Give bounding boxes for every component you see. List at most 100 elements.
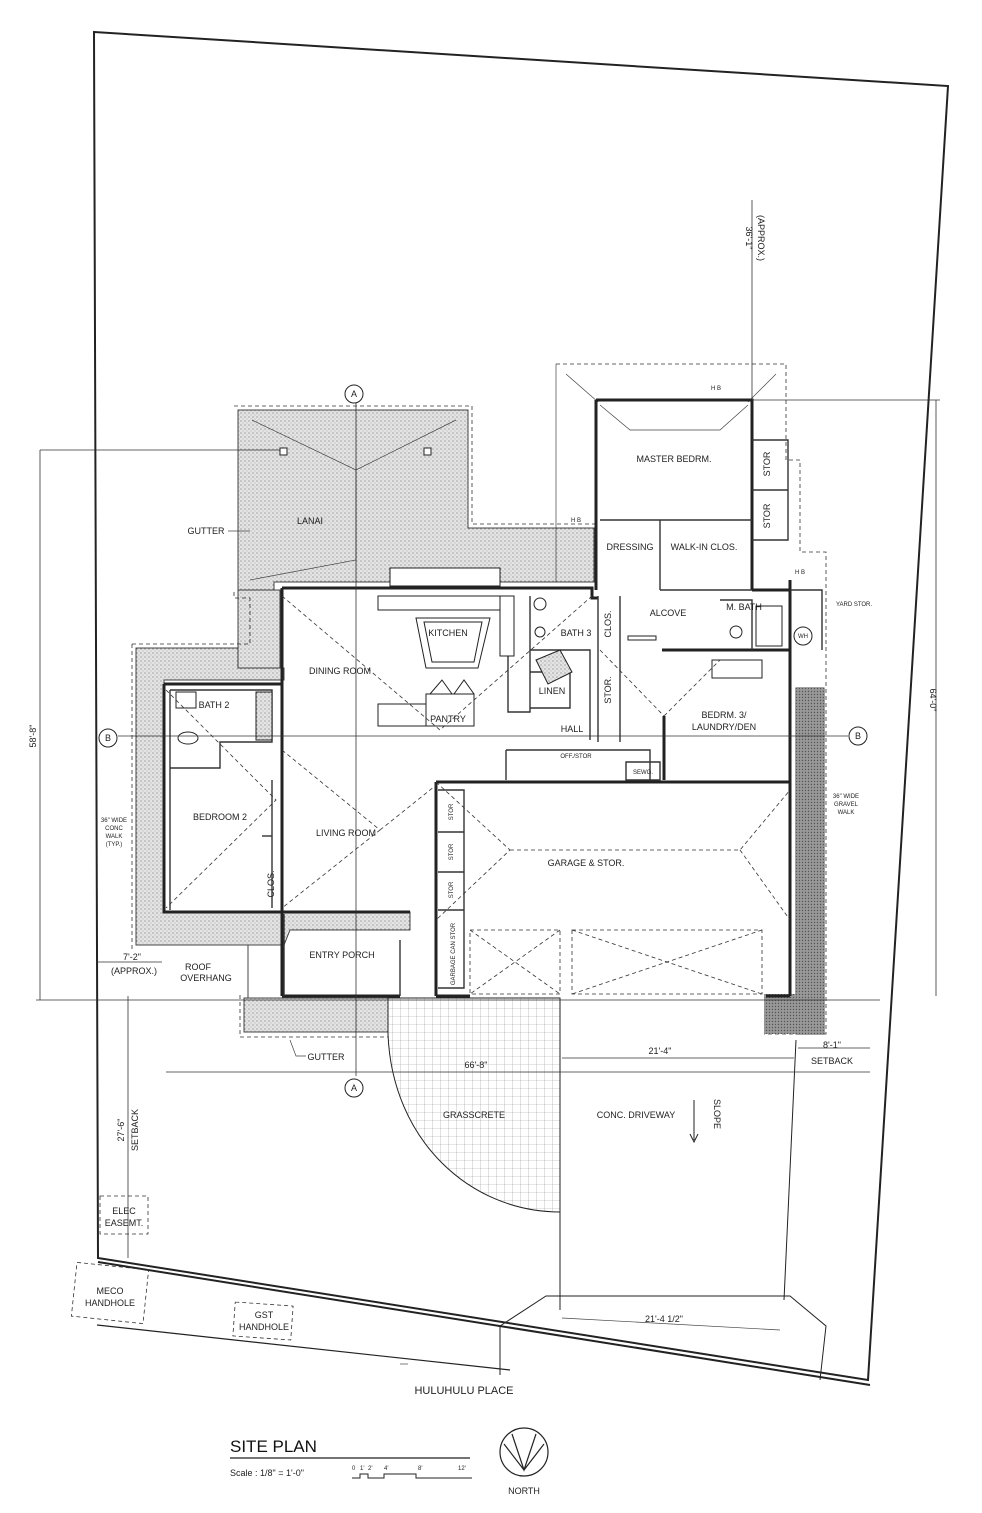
svg-text:HANDHOLE: HANDHOLE [85, 1298, 135, 1308]
label-hall: HALL [561, 724, 584, 734]
svg-text:36" WIDE: 36" WIDE [833, 794, 859, 800]
label-bath-2: BATH 2 [199, 700, 230, 710]
north-arrow-icon [499, 1427, 549, 1477]
svg-text:GUTTER: GUTTER [188, 526, 225, 536]
label-stor-2: STOR [762, 503, 772, 528]
label-master-bath: M. BATH [726, 602, 762, 612]
svg-text:58'-8": 58'-8" [28, 725, 38, 748]
label-yard-stor: YARD STOR. [836, 602, 872, 608]
label-concrete-driveway: CONC. DRIVEWAY [597, 1110, 676, 1120]
svg-text:27'-6": 27'-6" [116, 1119, 126, 1142]
svg-text:12': 12' [458, 1466, 466, 1472]
svg-text:21'-4 1/2": 21'-4 1/2" [645, 1314, 683, 1324]
label-living-room: LIVING ROOM [316, 828, 376, 838]
dimension-labels: 36'-1" (APPROX.) 64'-0" 58'-8" 7'-2" (AP… [28, 215, 938, 1324]
label-office-stor: OFF./STOR [560, 754, 592, 760]
label-bedroom-3: BEDRM. 3/ [701, 710, 747, 720]
svg-text:H B: H B [795, 570, 805, 576]
label-bedroom-2: BEDROOM 2 [193, 812, 247, 822]
svg-text:B: B [855, 731, 861, 741]
scale-bar: 0 1' 2' 4' 8' 12' [352, 1466, 472, 1479]
svg-text:GUTTER: GUTTER [308, 1052, 345, 1062]
svg-text:WALK: WALK [838, 810, 855, 816]
svg-text:8': 8' [418, 1466, 422, 1472]
svg-text:36" WIDE: 36" WIDE [101, 818, 127, 824]
svg-text:ROOF: ROOF [185, 962, 212, 972]
svg-text:SETBACK: SETBACK [130, 1109, 140, 1151]
label-alcove: ALCOVE [650, 608, 687, 618]
svg-text:SETBACK: SETBACK [811, 1056, 853, 1066]
svg-text:EASEMT.: EASEMT. [105, 1218, 144, 1228]
title-block: SITE PLAN Scale : 1/8" = 1'-0" 0 1' 2' 4… [230, 1427, 549, 1496]
front-gutter [243, 997, 391, 1033]
label-walk-in-closet: WALK-IN CLOS. [671, 542, 738, 552]
label-sewing: SEWG. [633, 770, 653, 776]
svg-text:WALK: WALK [106, 834, 123, 840]
label-closet-1: CLOS. [603, 610, 613, 637]
svg-text:OVERHANG: OVERHANG [180, 973, 232, 983]
svg-text:B: B [105, 733, 111, 743]
svg-text:(APPROX.): (APPROX.) [756, 215, 766, 261]
house-walls [162, 398, 792, 998]
svg-text:(TYP.): (TYP.) [106, 842, 123, 848]
label-slope: SLOPE [712, 1099, 722, 1129]
label-kitchen: KITCHEN [428, 628, 468, 638]
label-garage-stor-2: STOR [449, 843, 455, 860]
label-garbage-can-stor: GARBAGE CAN STOR [451, 922, 457, 985]
label-lanai: LANAI [297, 516, 323, 526]
svg-text:36'-1": 36'-1" [744, 227, 754, 250]
svg-text:MECO: MECO [97, 1286, 124, 1296]
svg-text:66'-8": 66'-8" [465, 1060, 488, 1070]
garage-door-outlines [469, 929, 763, 995]
svg-text:HANDHOLE: HANDHOLE [239, 1322, 289, 1332]
label-dressing: DRESSING [606, 542, 653, 552]
label-closet-2: CLOS. [266, 870, 276, 897]
svg-text:64'-0": 64'-0" [928, 689, 938, 712]
svg-text:A: A [351, 1083, 357, 1093]
property-line [92, 30, 950, 1382]
label-garage: GARAGE & STOR. [548, 858, 625, 868]
svg-text:H B: H B [571, 518, 581, 524]
drawing-title: SITE PLAN [230, 1437, 317, 1456]
svg-text:0: 0 [352, 1466, 356, 1472]
svg-text:(APPROX.): (APPROX.) [111, 966, 157, 976]
section-marker-b-right: B [848, 726, 868, 746]
svg-text:2': 2' [368, 1466, 372, 1472]
room-labels: MASTER BEDRM. STOR STOR DRESSING WALK-IN… [193, 451, 872, 1129]
svg-text:7'-2": 7'-2" [123, 952, 141, 962]
scale-label: Scale : 1/8" = 1'-0" [230, 1468, 304, 1478]
svg-text:CONC: CONC [105, 826, 123, 832]
svg-text:GST: GST [255, 1310, 274, 1320]
section-marker-b-left: B [98, 728, 118, 748]
svg-text:GRAVEL: GRAVEL [834, 802, 859, 808]
svg-text:8'-1": 8'-1" [823, 1040, 841, 1050]
label-garage-stor-1: STOR [449, 803, 455, 820]
svg-text:21'-4": 21'-4" [649, 1046, 672, 1056]
annotation-notes: GUTTER GUTTER ROOF OVERHANG 36" WIDE CON… [70, 386, 859, 1341]
label-laundry-den: LAUNDRY/DEN [692, 722, 756, 732]
svg-text:1': 1' [360, 1466, 364, 1472]
svg-text:4': 4' [384, 1466, 388, 1472]
svg-text:A: A [351, 389, 357, 399]
label-bath-3: BATH 3 [561, 628, 592, 638]
section-marker-a-bottom: A [344, 1078, 364, 1098]
grasscrete-paving [387, 997, 561, 1213]
svg-text:ELEC: ELEC [112, 1206, 136, 1216]
label-master-bedroom: MASTER BEDRM. [636, 454, 711, 464]
label-linen: LINEN [539, 686, 566, 696]
label-stor-1: STOR [762, 451, 772, 476]
label-entry-porch: ENTRY PORCH [309, 950, 374, 960]
label-pantry: PANTRY [430, 714, 466, 724]
lanai-roof [234, 405, 598, 591]
kitchen-fixtures [175, 567, 813, 745]
label-dining-room: DINING ROOM [309, 666, 371, 676]
slope-arrow [689, 1100, 699, 1144]
west-wing-roof [131, 589, 411, 1006]
label-grasscrete: GRASSCRETE [443, 1110, 505, 1120]
label-stor-3: STOR. [603, 676, 613, 703]
label-garage-stor-3: STOR [449, 881, 455, 898]
north-label: NORTH [508, 1486, 540, 1496]
label-water-heater: WH [798, 634, 808, 640]
svg-text:H B: H B [711, 386, 721, 392]
